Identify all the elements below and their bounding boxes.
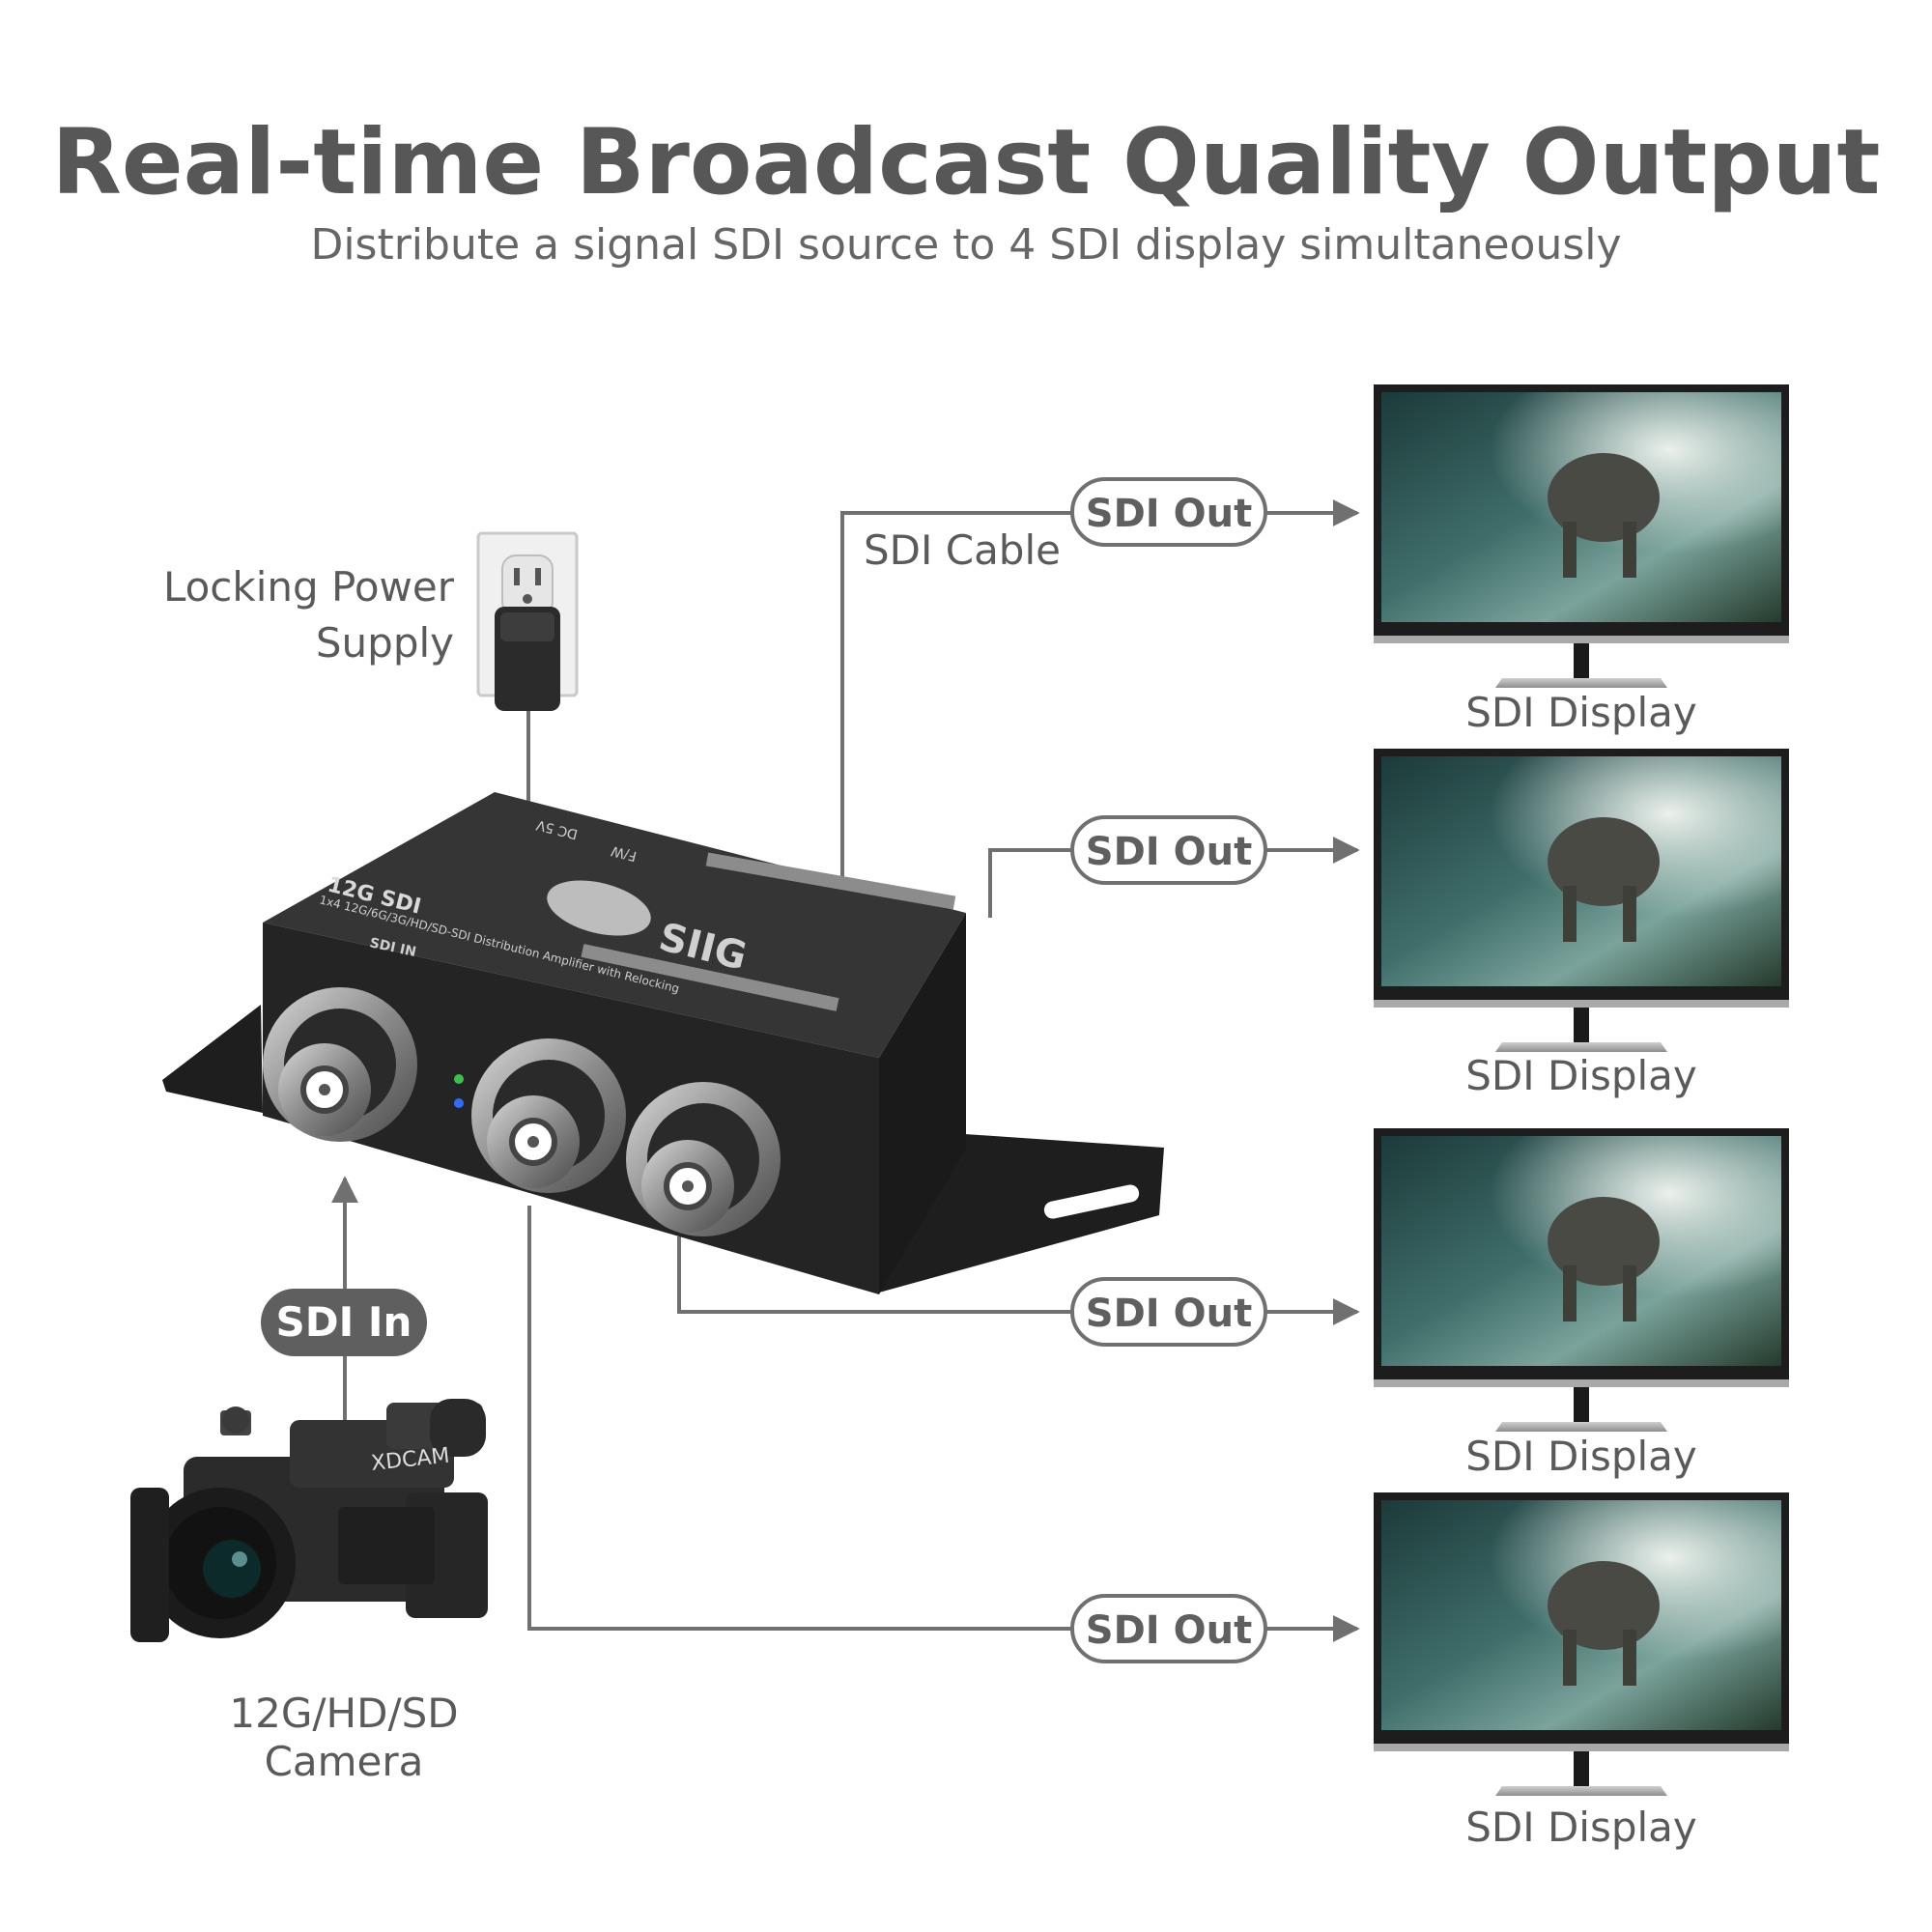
sdi-out-badge-1: SDI Out: [1070, 477, 1267, 547]
siig-logo: [547, 880, 651, 936]
distribution-amplifier: SIIG 12G SDI 1x4 12G/6G/3G/HD/SD-SDI Dis…: [162, 792, 1164, 1294]
camera: XDCAM: [130, 1399, 488, 1642]
bnc-connector-out-1: [471, 1038, 626, 1193]
sdi-display-1: [1374, 384, 1789, 688]
sdi-display-label-3: SDI Display: [1465, 1433, 1697, 1480]
sdi-display-label-1: SDI Display: [1465, 689, 1697, 736]
connection-lines: [331, 499, 1360, 1642]
sdi-cable-label: SDI Cable: [864, 526, 1061, 574]
sdi-display-3: [1374, 1128, 1789, 1432]
page-subtitle: Distribute a signal SDI source to 4 SDI …: [310, 220, 1621, 270]
camera-label-2: Camera: [265, 1738, 424, 1785]
camera-label: 12G/HD/SD: [229, 1690, 458, 1737]
sdi-in-label: SDI In: [276, 1298, 412, 1346]
fw-label: F/W: [610, 842, 639, 864]
sdi-out-label-1: SDI Out: [1086, 492, 1252, 536]
mounting-flange-left: [162, 1005, 263, 1113]
sdi-out-badge-4: SDI Out: [1070, 1594, 1267, 1663]
sdi-display-2: [1374, 749, 1789, 1052]
page-title: Real-time Broadcast Quality Output: [52, 110, 1881, 215]
sdi-display-label-4: SDI Display: [1465, 1804, 1697, 1851]
output-line-3: [677, 1236, 1072, 1314]
sdi-out-label-3: SDI Out: [1086, 1292, 1252, 1336]
output-line-1: [840, 511, 1072, 884]
sdi-out-label-2: SDI Out: [1086, 830, 1252, 874]
sdi-out-badge-3: SDI Out: [1070, 1277, 1267, 1347]
sdi-display-label-2: SDI Display: [1465, 1052, 1697, 1099]
power-supply-label-2: Supply: [316, 619, 454, 667]
sdi-display-4: [1374, 1492, 1789, 1796]
sdi-out-label-4: SDI Out: [1086, 1608, 1252, 1653]
bnc-connector-in: [263, 987, 417, 1142]
power-adapter: [495, 607, 560, 711]
sdi-in-badge: SDI In: [261, 1289, 427, 1356]
output-line-4: [527, 1206, 1072, 1631]
device-side: [879, 913, 966, 1294]
output-line-2: [988, 848, 1072, 918]
power-supply-label: Locking Power: [163, 563, 455, 611]
bnc-connector-out-2: [626, 1082, 781, 1236]
sdi-out-badge-2: SDI Out: [1070, 815, 1267, 885]
